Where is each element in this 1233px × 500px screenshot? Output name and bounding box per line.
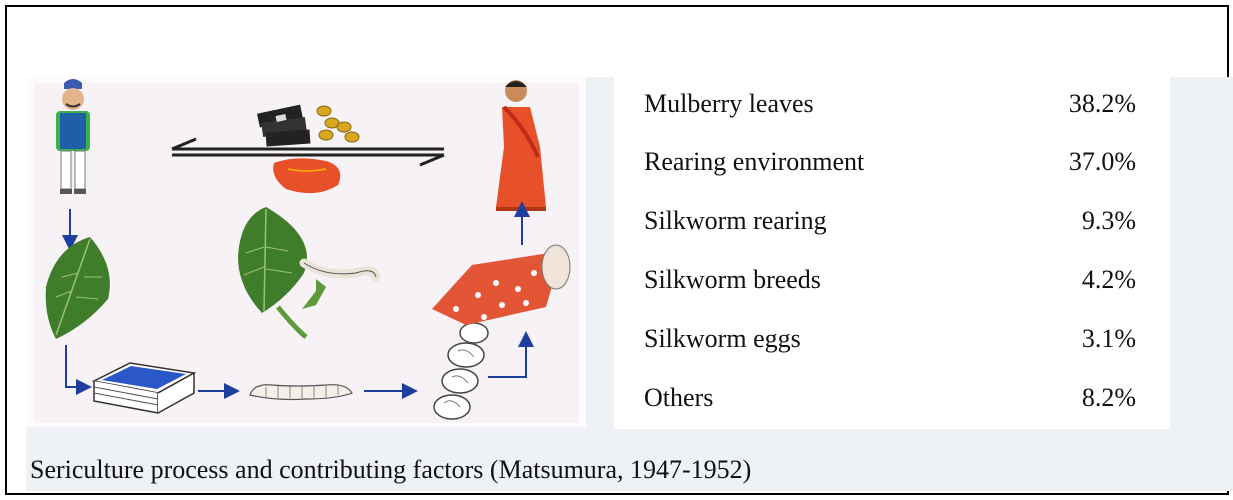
table-row: Silkworm rearing 9.3% [644,206,1136,246]
sericulture-process-diagram [26,77,586,427]
factor-percentage: 3.1% [1082,324,1136,354]
factor-name: Others [644,383,713,413]
figure-caption: Sericulture process and contributing fac… [30,455,751,485]
factor-percentage: 9.3% [1082,206,1136,236]
table-row: Others 8.2% [644,383,1136,423]
figure-frame: Mulberry leaves 38.2% Rearing environmen… [5,5,1229,495]
silkworm-icon [250,385,352,400]
factor-name: Silkworm rearing [644,206,827,236]
factor-percentage: 4.2% [1082,265,1136,295]
factor-name: Silkworm breeds [644,265,821,295]
factor-percentage: 38.2% [1069,89,1136,119]
factor-name: Silkworm eggs [644,324,801,354]
factor-name: Mulberry leaves [644,89,814,119]
factor-percentage: 8.2% [1082,383,1136,413]
table-row: Mulberry leaves 38.2% [644,89,1136,129]
table-row: Rearing environment 37.0% [644,147,1136,187]
factor-name: Rearing environment [644,147,864,177]
contributing-factors-table: Mulberry leaves 38.2% Rearing environmen… [614,77,1170,429]
table-row: Silkworm eggs 3.1% [644,324,1136,364]
figure-panel: Mulberry leaves 38.2% Rearing environmen… [26,77,1233,491]
table-row: Silkworm breeds 4.2% [644,265,1136,305]
factor-percentage: 37.0% [1069,147,1136,177]
